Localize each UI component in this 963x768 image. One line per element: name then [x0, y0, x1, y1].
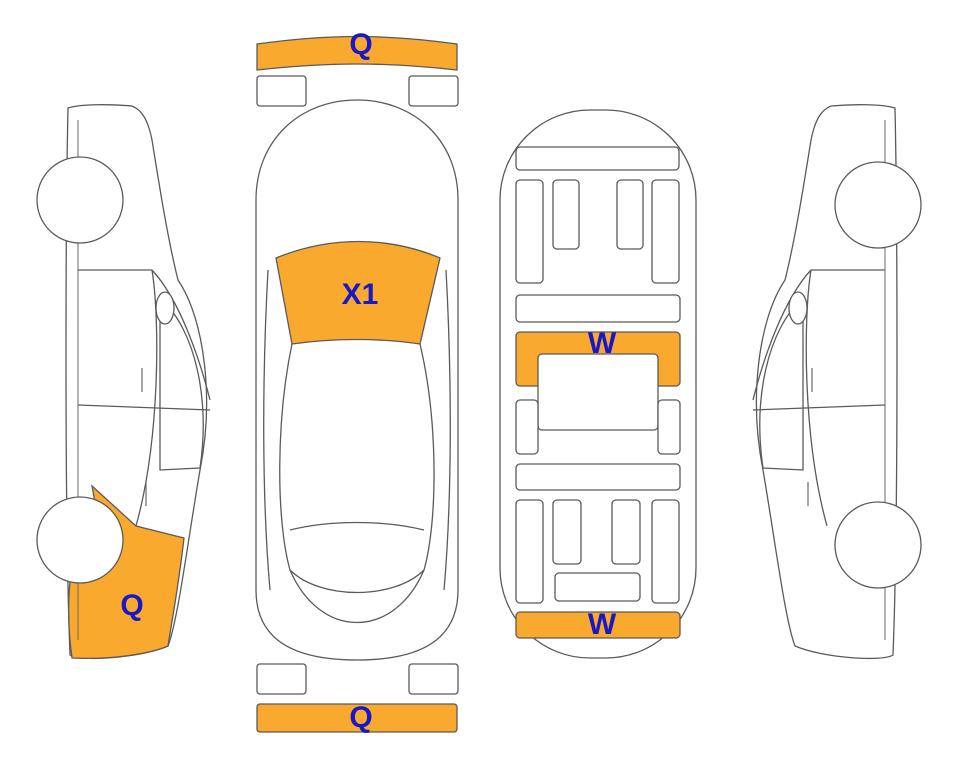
underbody-mid-right — [657, 399, 681, 455]
underbody-mid-left — [515, 399, 539, 455]
underbody-front-right-slot — [616, 179, 644, 250]
left-glass-line — [263, 269, 271, 591]
top-view — [255, 35, 459, 733]
underbody-view — [499, 109, 697, 659]
underbody-rear-left-slot — [552, 499, 582, 565]
rear-right-light — [408, 663, 459, 695]
roof-outline — [279, 343, 435, 594]
left-mirror — [155, 291, 175, 325]
right-rear-window — [759, 296, 804, 471]
windshield-damage — [275, 240, 441, 345]
right-glass-line — [443, 269, 451, 591]
underbody-rear-right-rail — [651, 499, 680, 604]
right-mirror — [788, 291, 808, 325]
car-body-top — [255, 99, 459, 661]
rear-bumper-label: Q — [349, 701, 372, 734]
underbody-front-left-slot — [552, 179, 580, 250]
underbody-rear-damage — [515, 611, 681, 639]
left-side-front-wheel — [36, 156, 124, 244]
front-left-light — [256, 75, 307, 107]
underbody-front-right-rail — [651, 179, 680, 284]
underbody-front-left-rail — [515, 179, 544, 284]
underbody-rear-left-rail — [515, 499, 544, 604]
underbody-front-bar — [515, 146, 680, 171]
right-belt-line — [752, 404, 886, 411]
underbody-exhaust — [554, 572, 641, 602]
left-door-line — [135, 269, 158, 527]
damage-labels: Q X1 W W Q Q — [120, 28, 617, 734]
right-window-line — [752, 269, 885, 401]
front-bumper-damage — [256, 35, 458, 71]
right-door-line — [805, 269, 828, 527]
front-right-light — [408, 75, 459, 107]
left-side-view — [36, 104, 211, 660]
right-side-rear-wheel — [834, 501, 922, 589]
right-side-front-wheel — [834, 161, 922, 249]
left-rear-window — [159, 296, 204, 471]
underbody-center-panel — [537, 353, 659, 431]
rear-left-light — [256, 663, 307, 695]
rear-window-top — [289, 521, 425, 531]
rear-bumper-damage — [256, 703, 458, 733]
left-side-rear-wheel — [36, 496, 124, 584]
underbody-rear-right-slot — [611, 499, 641, 565]
underbody-crossmember — [515, 294, 681, 323]
underbody-middle-label: W — [588, 327, 617, 360]
left-rear-quarter-label: Q — [120, 589, 143, 622]
right-side-view — [752, 104, 922, 660]
underbody-rear-bar — [515, 463, 681, 491]
left-window-line — [78, 269, 211, 401]
underbody-rear-label: W — [588, 608, 617, 641]
front-bumper-label: Q — [349, 28, 372, 61]
windshield-label: X1 — [342, 278, 379, 311]
left-belt-line — [77, 404, 211, 411]
rear-deck-line — [289, 569, 425, 624]
